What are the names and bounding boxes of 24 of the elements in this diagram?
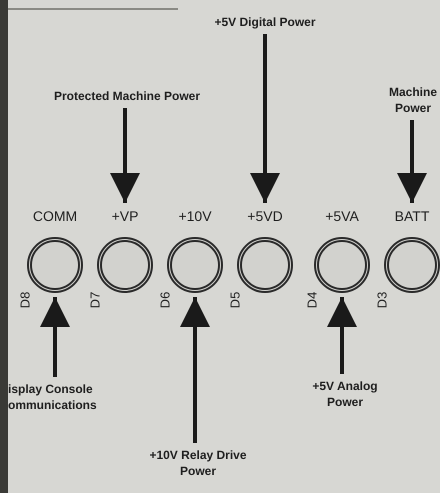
callout-text: +10V Relay Drive Power	[138, 447, 258, 479]
arrow	[250, 34, 280, 203]
designator-label: D7	[88, 292, 102, 308]
arrow	[40, 297, 70, 377]
designator-label: D6	[158, 292, 172, 308]
callout-text: +5V Analog Power	[295, 378, 395, 410]
designator-label: D5	[228, 292, 242, 308]
arrow	[110, 108, 140, 203]
callout-text: Machine Power	[382, 84, 440, 116]
arrow	[397, 120, 427, 203]
designator-label: D4	[305, 292, 320, 308]
arrow	[327, 297, 357, 374]
callout-text: Protected Machine Power	[52, 88, 202, 104]
led-label: +VP	[112, 207, 138, 225]
led-label: +5VD	[247, 207, 283, 225]
arrow	[180, 297, 210, 443]
callout-text: isplay Console ommunications	[8, 381, 118, 413]
led-label: +5VA	[325, 207, 359, 225]
led-label: BATT	[394, 207, 430, 225]
designator-label: D8	[18, 292, 32, 308]
led-label: COMM	[32, 207, 78, 225]
led-label: +10V	[178, 207, 212, 225]
callout-text: +5V Digital Power	[205, 14, 325, 30]
designator-label: D3	[375, 292, 390, 308]
